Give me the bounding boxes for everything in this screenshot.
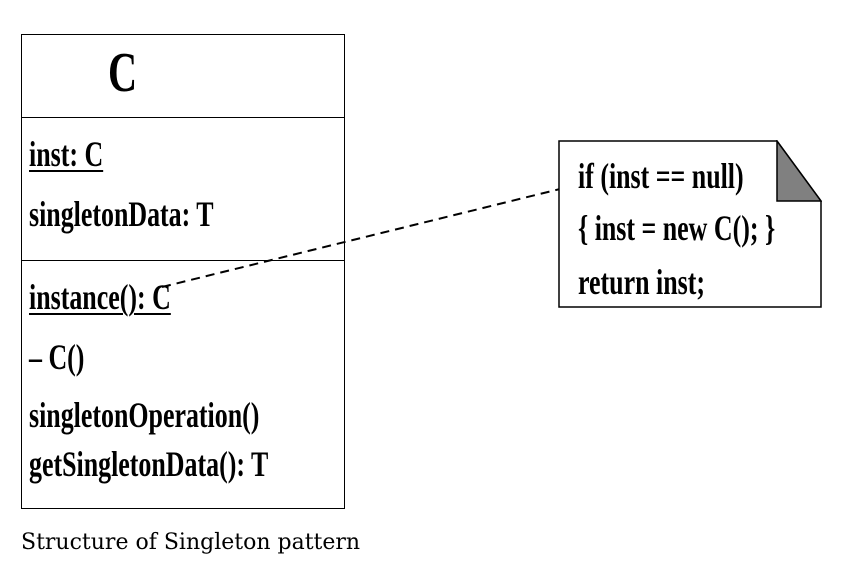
note-line-3: return inst; [578, 262, 705, 302]
note-line-1: if (inst == null) [578, 156, 744, 196]
figure-caption: Structure of Singleton pattern [21, 530, 361, 555]
operation-get-singleton-data: getSingletonData(): T [29, 444, 269, 484]
dashed-connector-line [161, 188, 561, 288]
attribute-inst: inst: C [29, 134, 104, 174]
uml-class-box: C inst: C singletonData: T instance(): C… [21, 34, 345, 509]
operations-compartment: instance(): C – C() singletonOperation()… [22, 261, 344, 510]
operation-singleton-operation: singletonOperation() [29, 395, 260, 435]
attributes-compartment: inst: C singletonData: T [22, 118, 344, 261]
attribute-singleton-data: singletonData: T [29, 194, 214, 234]
operation-constructor: – C() [29, 337, 85, 377]
note-line-2: { inst = new C(); } [578, 208, 776, 248]
note-shape [558, 140, 822, 308]
class-name-compartment: C [22, 35, 344, 118]
operation-instance: instance(): C [29, 277, 171, 317]
class-name: C [108, 42, 138, 104]
code-note: if (inst == null) { inst = new C(); } re… [558, 140, 822, 308]
note-fold-icon [776, 140, 822, 202]
